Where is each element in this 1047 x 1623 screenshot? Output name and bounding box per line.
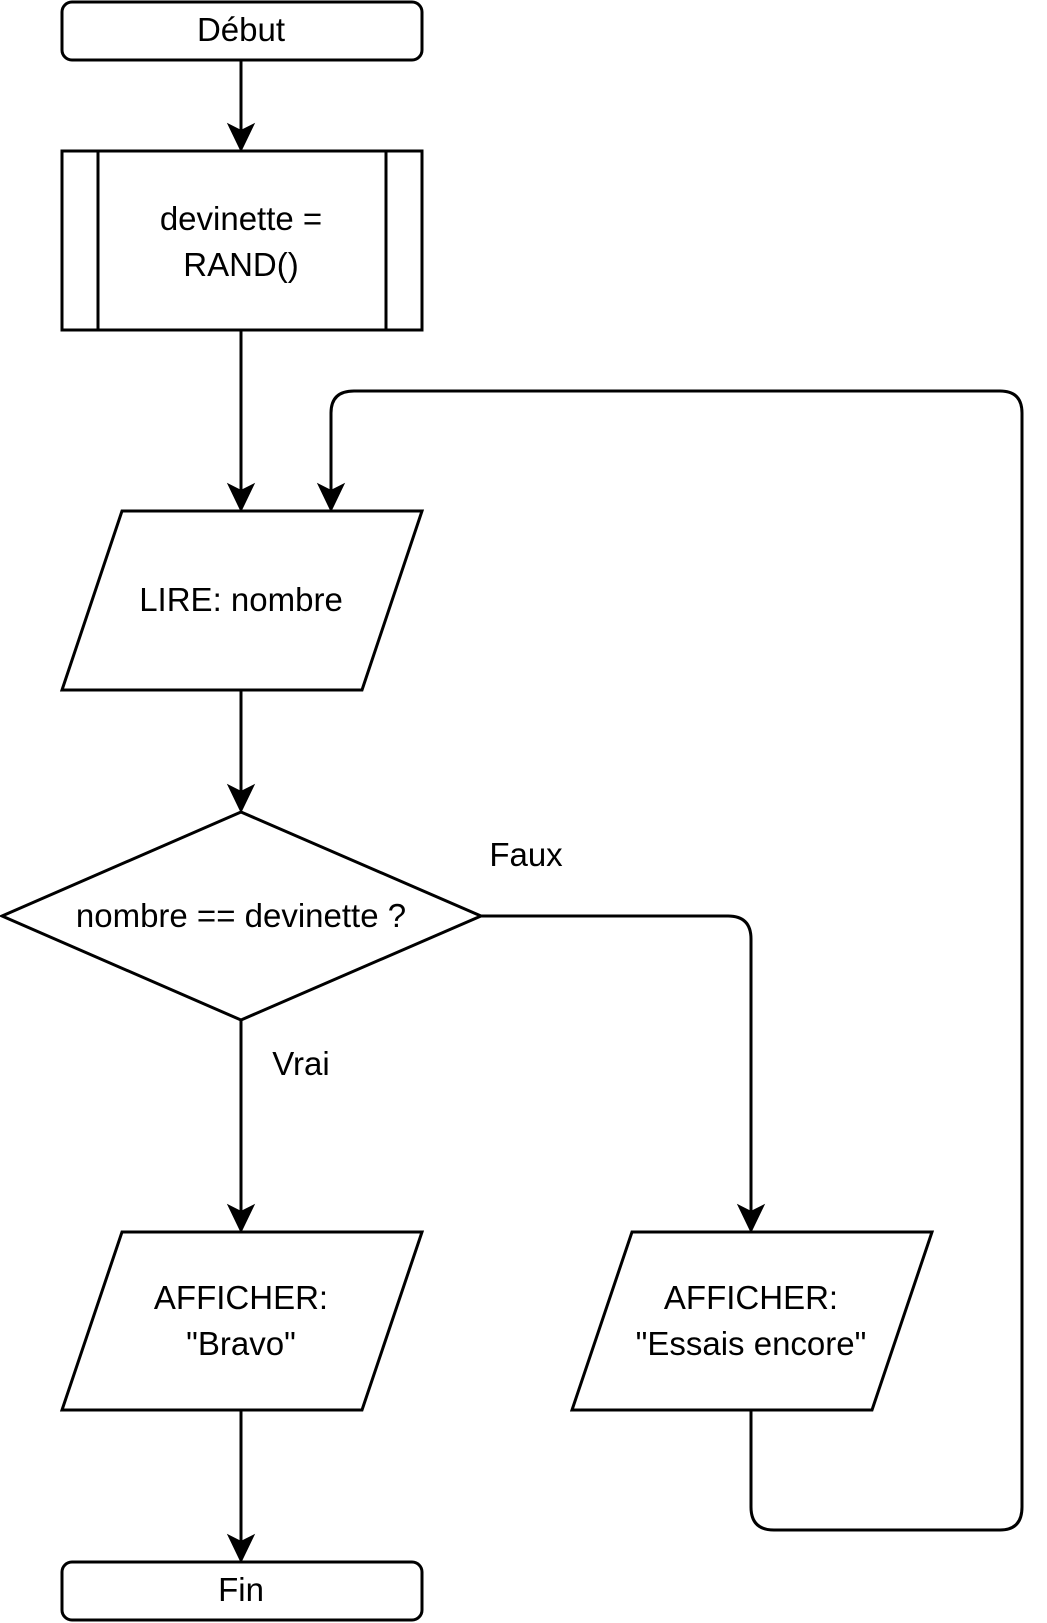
read-label: LIRE: nombre: [139, 581, 343, 618]
retry-label-line2: "Essais encore": [636, 1325, 867, 1362]
start-label: Début: [197, 11, 285, 48]
true-branch-label: Vrai: [272, 1045, 329, 1082]
decision-node: nombre == devinette ?: [0, 810, 485, 1022]
edge-decision-to-bravo: [226, 1020, 256, 1234]
start-node: Début: [60, 0, 424, 62]
edge-assign-to-read: [226, 330, 256, 513]
edges: [226, 60, 1024, 1564]
edge-decision-to-retry: [481, 914, 766, 1234]
edge-start-to-assign: [226, 60, 256, 153]
edge-bravo-to-end: [226, 1410, 256, 1564]
end-label: Fin: [218, 1571, 264, 1608]
decision-label: nombre == devinette ?: [76, 897, 406, 934]
edge-labels: Faux Vrai: [272, 836, 563, 1082]
nodes: Début devinette = RAND() LIRE: nombre no…: [0, 0, 935, 1622]
false-branch-label: Faux: [489, 836, 563, 873]
edge-retry-loop-to-read: [316, 389, 1024, 1532]
retry-node: AFFICHER: "Essais encore": [569, 1230, 935, 1412]
assign-label-line2: RAND(): [183, 246, 298, 283]
edge-read-to-decision: [226, 690, 256, 814]
retry-label-line1: AFFICHER:: [664, 1279, 838, 1316]
read-node: LIRE: nombre: [59, 509, 425, 692]
bravo-label-line1: AFFICHER:: [154, 1279, 328, 1316]
bravo-node: AFFICHER: "Bravo": [59, 1230, 425, 1412]
end-node: Fin: [60, 1560, 424, 1622]
bravo-label-line2: "Bravo": [186, 1325, 296, 1362]
assign-label-line1: devinette =: [160, 200, 322, 237]
assign-node: devinette = RAND(): [60, 149, 424, 332]
